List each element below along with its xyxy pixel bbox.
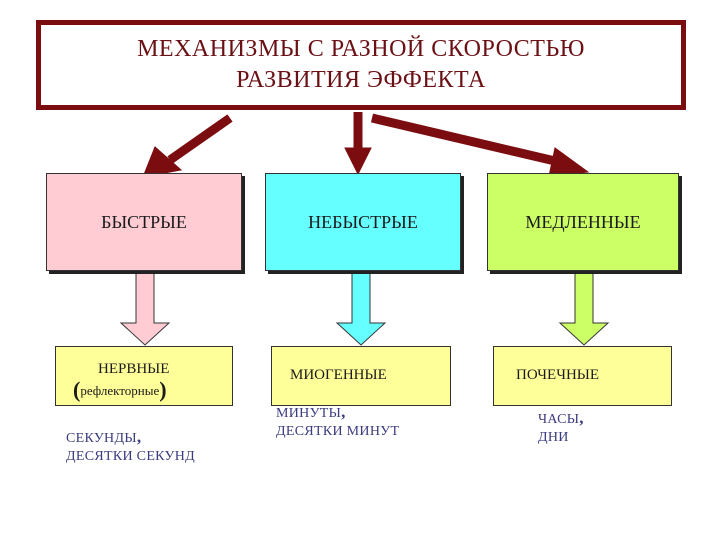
reflex-text: рефлекторные: [80, 383, 160, 398]
title-line-1: МЕХАНИЗМЫ С РАЗНОЙ СКОРОСТЬЮ: [137, 36, 585, 62]
timescale-slow-comma: ,: [579, 408, 584, 427]
category-slow-box: МЕДЛЕННЫЕ: [487, 173, 679, 271]
arrow-title-to-slow: [370, 113, 557, 166]
arrow-head-slow: [548, 147, 590, 177]
open-paren: (: [73, 377, 81, 402]
block-arrow-slow: [558, 270, 610, 346]
timescale-fast-line2: ДЕСЯТКИ СЕКУНД: [66, 449, 195, 464]
arrow-head-mid: [344, 147, 372, 176]
mechanism-renal-label: ПОЧЕЧНЫЕ: [516, 367, 600, 383]
mechanism-myogenic-label: МИОГЕННЫЕ: [290, 367, 387, 383]
category-mid-label: НЕБЫСТРЫЕ: [308, 211, 418, 232]
timescale-slow-line1: ЧАСЫ: [538, 412, 580, 427]
timescale-mid: МИНУТЫ, ДЕСЯТКИ МИНУТ: [276, 403, 399, 441]
block-arrow-fast: [119, 270, 171, 346]
timescale-fast-line1: СЕКУНДЫ: [66, 431, 137, 446]
category-fast-label: БЫСТРЫЕ: [101, 211, 187, 232]
timescale-mid-comma: ,: [341, 402, 346, 421]
timescale-fast-comma: ,: [136, 427, 142, 446]
timescale-slow: ЧАСЫ, ДНИ: [538, 409, 584, 447]
mechanism-nervous-box: НЕРВНЫЕ (рефлекторные): [55, 346, 233, 406]
mechanism-renal-box: ПОЧЕЧНЫЕ: [493, 346, 672, 406]
timescale-fast: СЕКУНДЫ, ДЕСЯТКИ СЕКУНД: [66, 428, 195, 466]
category-slow-label: МЕДЛЕННЫЕ: [525, 211, 641, 232]
mechanism-myogenic-box: МИОГЕННЫЕ: [271, 346, 451, 406]
arrow-title-to-fast: [167, 114, 233, 164]
timescale-slow-line2: ДНИ: [538, 430, 569, 445]
diagram-title: МЕХАНИЗМЫ С РАЗНОЙ СКОРОСТЬЮ РАЗВИТИЯ ЭФ…: [36, 20, 686, 110]
block-arrow-mid: [335, 270, 387, 346]
category-fast-box: БЫСТРЫЕ: [46, 173, 242, 271]
title-line-2: РАЗВИТИЯ ЭФФЕКТА: [236, 67, 486, 93]
mechanism-nervous-sublabel: (рефлекторные): [73, 377, 167, 403]
mechanism-nervous-label: НЕРВНЫЕ: [98, 361, 170, 377]
category-mid-box: НЕБЫСТРЫЕ: [265, 173, 461, 271]
timescale-mid-line1: МИНУТЫ: [276, 406, 342, 421]
close-paren: ): [159, 377, 167, 402]
timescale-mid-line2: ДЕСЯТКИ МИНУТ: [276, 424, 400, 439]
